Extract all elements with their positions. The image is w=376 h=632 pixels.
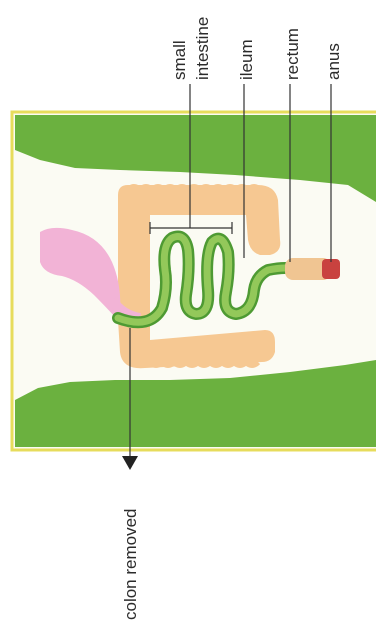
arrow-down-icon [122, 456, 138, 470]
ileum-label: ileum [237, 39, 256, 80]
small-intestine-label-line1: small [170, 40, 189, 80]
anus-label: anus [324, 43, 343, 80]
rectum-label: rectum [283, 28, 302, 80]
small-intestine-label-line2: intestine [193, 17, 212, 80]
colon-removed-label: colon removed [121, 508, 140, 620]
